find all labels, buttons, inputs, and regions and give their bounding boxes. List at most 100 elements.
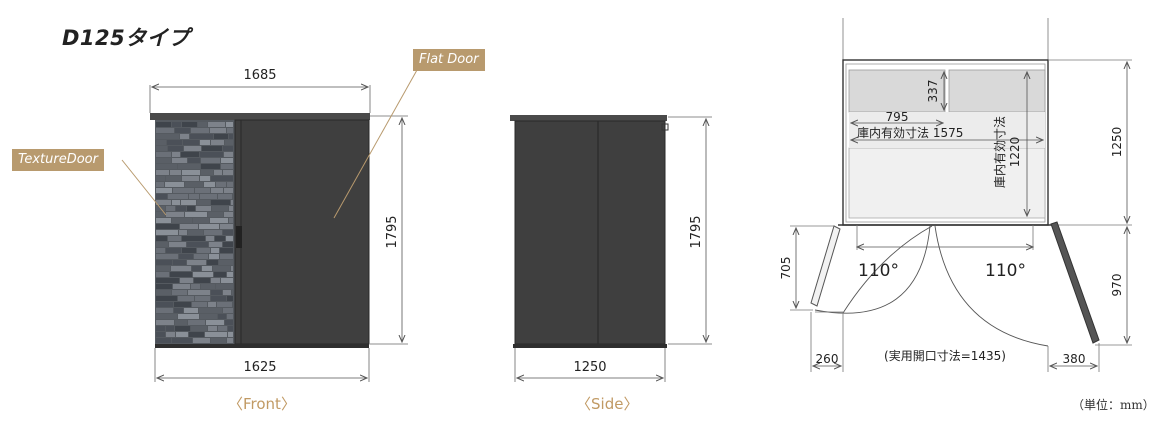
flat-door-leader — [333, 69, 418, 219]
front-view: 1685 1625 1795 — [121, 68, 418, 382]
stone-tile — [229, 134, 233, 139]
stone-tile — [178, 314, 199, 319]
stone-tile — [205, 332, 227, 337]
stone-tile — [180, 278, 193, 283]
stone-tile — [156, 176, 165, 181]
stone-tile — [202, 266, 212, 271]
left-door-arc — [814, 225, 931, 314]
stone-tile — [188, 230, 203, 235]
stone-tile — [206, 236, 214, 241]
stone-tile — [224, 212, 233, 217]
side-view-label: 〈Side〉 — [576, 395, 639, 413]
stone-tile — [172, 200, 180, 205]
stone-tile — [211, 140, 224, 145]
stone-tile — [211, 296, 226, 301]
side-height: 1795 — [689, 215, 704, 248]
stone-tile — [220, 248, 233, 253]
stone-tile — [173, 284, 190, 289]
stone-tile — [181, 152, 199, 157]
shelf-depth: 337 — [926, 80, 940, 103]
stone-tile — [223, 242, 233, 247]
stone-tile — [156, 284, 172, 289]
stone-tile — [182, 170, 200, 175]
inner-depth-label: 庫内有効寸法 — [992, 116, 1007, 188]
stone-tile — [208, 326, 217, 331]
stone-tile — [219, 260, 233, 265]
stone-tile — [211, 248, 219, 253]
inner-width-label: 庫内有効寸法 1575 — [857, 125, 963, 140]
stone-tile — [189, 194, 199, 199]
stone-tile — [211, 278, 220, 283]
stone-tile — [156, 218, 171, 223]
stone-tile — [213, 266, 230, 271]
stone-tile — [200, 194, 217, 199]
stone-tile — [198, 122, 207, 127]
stone-tile — [199, 224, 219, 229]
stone-tile — [183, 140, 199, 145]
stone-tile — [156, 212, 165, 217]
stone-tile — [191, 284, 200, 289]
stone-tile — [156, 170, 169, 175]
units-note: （単位：mm） — [1072, 398, 1155, 412]
side-roof — [510, 115, 667, 121]
side-latch — [661, 123, 669, 131]
right-door-open — [1050, 221, 1100, 344]
stone-tile — [209, 254, 219, 259]
stone-tile — [229, 218, 233, 223]
stone-tile — [214, 134, 228, 139]
stone-tile — [211, 188, 223, 193]
stone-tile — [156, 242, 168, 247]
texture-pattern — [156, 122, 233, 343]
stone-tile — [208, 122, 225, 127]
stone-tile — [210, 218, 228, 223]
stone-tile — [200, 314, 217, 319]
stone-tile — [179, 230, 187, 235]
stone-tile — [156, 326, 165, 331]
stone-tile — [173, 260, 186, 265]
stone-tile — [231, 200, 233, 205]
side-panel — [514, 120, 666, 345]
stone-tile — [192, 266, 201, 271]
stone-tile — [226, 122, 233, 127]
stone-tile — [156, 290, 171, 295]
stone-tile — [193, 218, 209, 223]
side-depth: 1250 — [573, 360, 606, 375]
stone-tile — [156, 140, 166, 145]
stone-tile — [224, 152, 233, 157]
stone-tile — [167, 140, 182, 145]
right-reach: 970 — [1110, 274, 1124, 297]
stone-tile — [221, 278, 233, 283]
page-title: D125タイプ — [62, 26, 190, 50]
stone-tile — [181, 200, 196, 205]
stone-tile — [201, 158, 220, 163]
stone-tile — [176, 206, 186, 211]
stone-tile — [188, 158, 200, 163]
stone-tile — [228, 326, 233, 331]
stone-tile — [192, 302, 207, 307]
left-door-arc-outer — [842, 225, 933, 314]
stone-tile — [196, 206, 211, 211]
stone-tile — [180, 224, 198, 229]
stone-tile — [173, 188, 194, 193]
inner-depth-value: 1220 — [1008, 137, 1022, 168]
stone-tile — [194, 278, 210, 283]
stone-tile — [182, 248, 196, 253]
stone-tile — [156, 194, 167, 199]
left-door-open — [810, 225, 841, 307]
stone-tile — [156, 338, 171, 343]
stone-tile — [156, 230, 178, 235]
stone-tile — [156, 260, 172, 265]
side-view: 1250 1795 — [510, 115, 712, 382]
stone-tile — [172, 218, 192, 223]
right-offset: 380 — [1063, 352, 1086, 366]
stone-tile — [156, 200, 171, 205]
stone-tile — [223, 308, 233, 313]
stone-tile — [191, 326, 207, 331]
stone-tile — [209, 242, 222, 247]
stone-tile — [168, 236, 181, 241]
overall-depth: 1250 — [1110, 127, 1124, 158]
stone-tile — [169, 242, 186, 247]
stone-tile — [229, 206, 233, 211]
flat-door — [234, 119, 370, 345]
